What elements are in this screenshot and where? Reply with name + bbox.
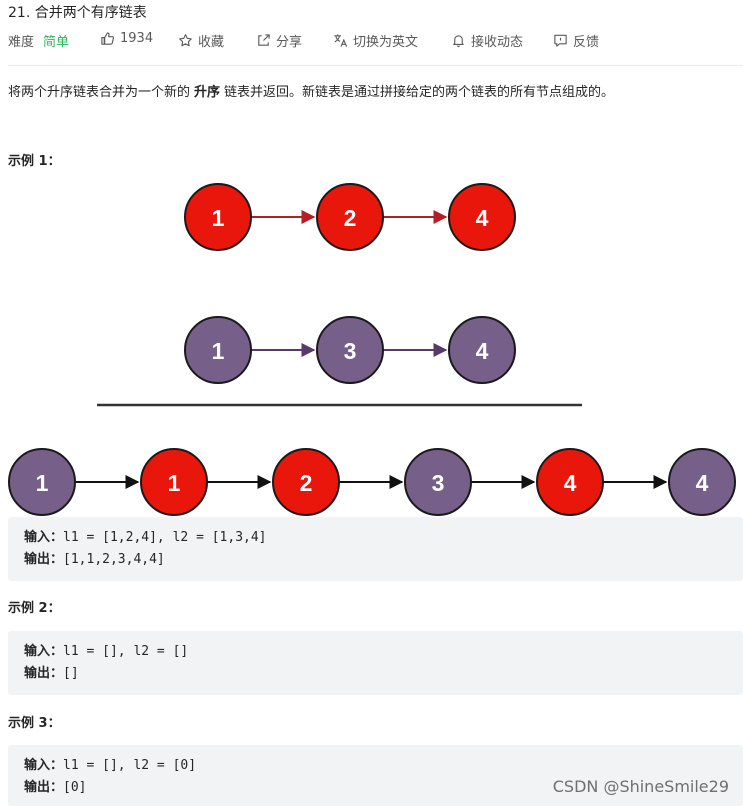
list1-node-value: 1 [212,205,225,231]
like-button[interactable]: 1934 [100,31,153,46]
list1-node-value: 4 [476,205,489,231]
merged-node: 1 [8,448,76,516]
input-label: 输入： [24,530,64,545]
example-1-title: 示例 1： [8,154,61,169]
input-value: l1 = [], l2 = [0] [63,758,197,773]
list1-node: 4 [448,183,516,251]
example-2-code: 输入：l1 = [], l2 = [] 输出：[] [8,631,743,695]
feedback-button[interactable]: 反馈 [553,31,599,50]
output-label: 输出： [24,666,64,681]
translate-icon [334,34,348,47]
favorite-button[interactable]: 收藏 [178,31,224,50]
merged-node-value: 1 [36,470,49,496]
example-2-title: 示例 2： [8,601,61,616]
bell-icon [453,35,464,47]
star-icon [179,34,192,47]
feedback-label: 反馈 [573,35,600,50]
like-count: 1934 [120,31,154,46]
problem-description: 将两个升序链表合并为一个新的升序链表并返回。新链表是通过拼接给定的两个链表的所有… [8,85,615,100]
list2-node-value: 1 [212,338,225,364]
input-value: l1 = [1,2,4], l2 = [1,3,4] [63,530,267,545]
output-label: 输出： [24,780,64,795]
header-divider [8,65,743,66]
difficulty-indicator: 难度 简单 [8,31,69,50]
share-label: 分享 [276,35,303,50]
example-1-code: 输入：l1 = [1,2,4], l2 = [1,3,4] 输出：[1,1,2,… [8,517,743,581]
input-label: 输入： [24,758,64,773]
input-value: l1 = [], l2 = [] [63,644,189,659]
list2-node: 3 [316,316,384,384]
output-value: [0] [63,780,87,795]
difficulty-label: 难度 [8,35,35,50]
output-label: 输出： [24,552,64,567]
list1-node: 1 [184,183,252,251]
share-icon [258,34,270,46]
list1-node: 2 [316,183,384,251]
merged-node: 1 [140,448,208,516]
merged-node: 4 [668,448,736,516]
list2-node: 1 [184,316,252,384]
problem-meta-bar: 难度 简单 1934 收藏 分享 切换为英文 接收动态 反馈 [8,31,743,51]
output-value: [] [63,666,79,681]
merged-node-value: 1 [168,470,181,496]
list2-node: 4 [448,316,516,384]
list2-node-value: 3 [344,338,357,364]
favorite-label: 收藏 [198,35,225,50]
merged-node-value: 3 [432,470,445,496]
merged-node-value: 4 [564,470,577,496]
output-value: [1,1,2,3,4,4] [63,552,165,567]
input-label: 输入： [24,644,64,659]
list2-node-value: 4 [476,338,489,364]
share-button[interactable]: 分享 [256,31,302,50]
notifications-button[interactable]: 接收动态 [451,31,523,50]
feedback-icon [554,34,567,47]
merged-node: 3 [404,448,472,516]
merged-node-value: 2 [300,470,313,496]
problem-title: 21. 合并两个有序链表 [8,5,147,21]
thumbs-up-icon [101,32,115,45]
merge-diagram: 1 2 4 1 3 4 1 1 2 3 [8,183,736,516]
difficulty-value: 简单 [43,35,70,50]
notifications-label: 接收动态 [471,35,524,50]
example-3-title: 示例 3： [8,716,61,731]
list1-node-value: 2 [344,205,357,231]
watermark: CSDN @ShineSmile29 [552,777,729,796]
merged-node: 4 [536,448,604,516]
example-3-code: 输入：l1 = [], l2 = [0] 输出：[0] [8,745,743,806]
switch-language-label: 切换为英文 [353,35,419,50]
merged-node-value: 4 [696,470,709,496]
merged-node: 2 [272,448,340,516]
switch-language-button[interactable]: 切换为英文 [333,31,418,50]
